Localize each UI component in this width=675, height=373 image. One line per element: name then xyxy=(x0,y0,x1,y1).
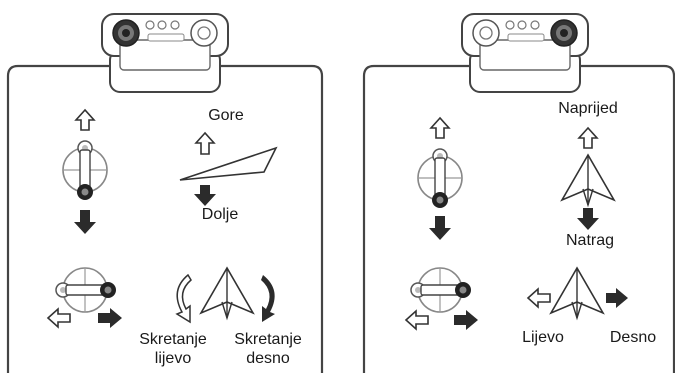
down-arrow-filled xyxy=(194,185,216,206)
aircraft-icon xyxy=(560,153,616,208)
remote-controller-icon xyxy=(101,13,229,93)
up-arrow-outline xyxy=(194,131,216,155)
label-forward: Naprijed xyxy=(558,100,618,117)
panel-border xyxy=(362,64,675,373)
right-panel-illustration xyxy=(362,13,675,373)
up-arrow-outline xyxy=(74,108,96,131)
aircraft-icon xyxy=(199,266,255,321)
yaw-diagram xyxy=(175,266,275,324)
label-up: Gore xyxy=(208,107,244,124)
label-left: Lijevo xyxy=(522,329,564,346)
down-arrow-filled xyxy=(74,210,96,234)
down-arrow-filled xyxy=(429,216,451,240)
panel-border xyxy=(6,64,324,373)
label-down: Dolje xyxy=(201,206,239,223)
aircraft-icon xyxy=(549,266,605,321)
throttle-diagram xyxy=(179,131,278,206)
right-arrow-filled xyxy=(454,310,478,330)
right-arrow-filled xyxy=(606,288,628,308)
label-right: Desno xyxy=(609,329,657,346)
remote-controller-icon xyxy=(461,13,589,93)
label-turn-left-line1: Skretanje xyxy=(139,331,207,348)
label-turn-right-line2: desno xyxy=(246,350,290,367)
stick-vertical-icon xyxy=(417,116,463,240)
left-arrow-outline xyxy=(526,287,551,309)
label-turn-right-line1: Skretanje xyxy=(234,331,302,348)
up-arrow-outline xyxy=(577,126,599,149)
altitude-wedge xyxy=(179,146,278,181)
right-arrow-filled xyxy=(98,308,122,328)
label-backward: Natrag xyxy=(565,232,615,249)
left-panel-illustration xyxy=(6,13,324,373)
left-arrow-outline xyxy=(404,309,429,331)
label-turn-left: Skretanje lijevo xyxy=(139,330,207,368)
down-arrow-filled xyxy=(577,208,599,230)
stick-horizontal-icon xyxy=(404,267,478,331)
left-stick-panel: Gore Dolje Skretanje lijevo Skretanje de… xyxy=(0,0,330,373)
pitch-diagram xyxy=(560,126,616,230)
rotate-left-arrow-outline xyxy=(175,273,192,324)
stick-vertical-icon xyxy=(62,108,108,234)
label-turn-left-line2: lijevo xyxy=(154,350,192,367)
stick-horizontal-icon xyxy=(46,267,122,329)
rotate-right-arrow-filled xyxy=(261,275,275,322)
left-arrow-outline xyxy=(46,307,71,329)
right-stick-panel: Naprijed Natrag Lijevo Desno xyxy=(350,0,675,373)
up-arrow-outline xyxy=(429,116,451,139)
roll-diagram xyxy=(526,266,628,321)
label-turn-right: Skretanje desno xyxy=(234,330,302,368)
